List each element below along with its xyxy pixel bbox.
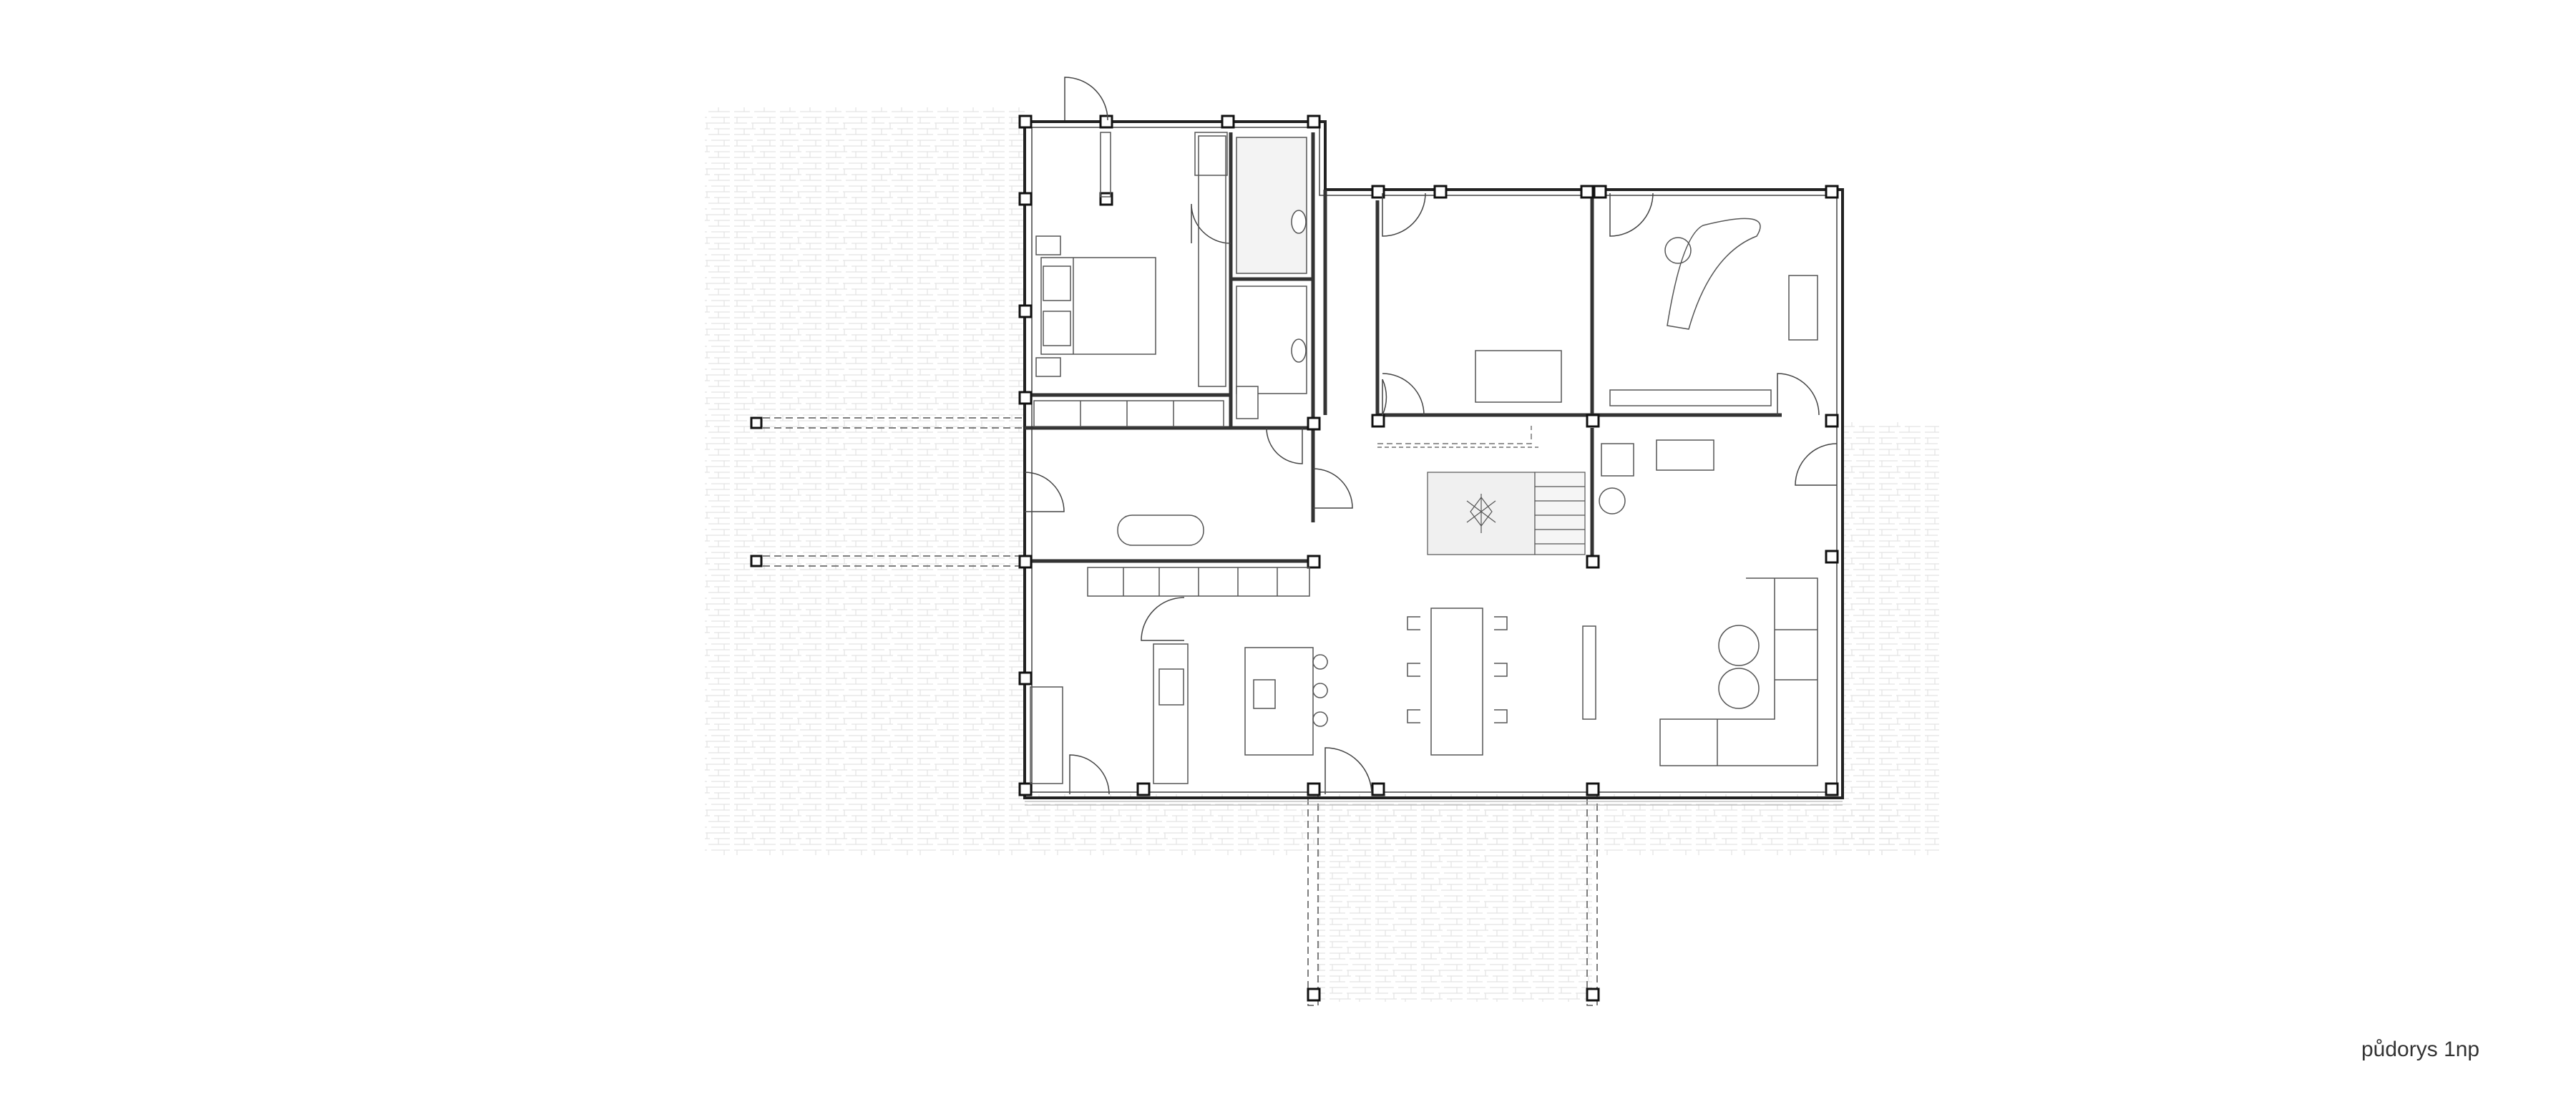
door-office (1609, 192, 1654, 237)
hall-bench (1117, 514, 1204, 546)
coffee-table-1 (1718, 625, 1760, 666)
plan-caption: půdorys 1np (2361, 1038, 2480, 1061)
stair-landing-dashed (1377, 426, 1532, 444)
bedroom-cabinet (1194, 132, 1228, 176)
treadmill (1475, 350, 1562, 403)
door-office-2 (1777, 373, 1820, 416)
exterior-walls-inner-line (1031, 127, 1838, 793)
office-shelf (1609, 389, 1772, 406)
stair-area (1377, 426, 1586, 555)
paving-areas (705, 107, 1939, 1002)
bedroom-furniture (1035, 132, 1228, 387)
kitchen-counter (1153, 643, 1189, 784)
kitchen-furniture (1030, 567, 1328, 784)
toilet-lower (1291, 338, 1307, 363)
shower-upper (1236, 137, 1307, 274)
door-utility (1382, 379, 1387, 416)
kitchen-sink (1158, 668, 1184, 706)
door-entry-north (1064, 77, 1108, 121)
desk-shelf (1100, 132, 1111, 197)
lounge-chair (1601, 443, 1634, 477)
door-bath2 (1266, 427, 1303, 464)
kitchen-island (1244, 647, 1314, 756)
dining-chairs (1407, 616, 1508, 723)
curved-desk (1667, 218, 1761, 330)
washbasin (1236, 386, 1259, 419)
door-kitchen (1141, 597, 1185, 641)
door-garden (1069, 754, 1110, 795)
terrace-steps (1025, 801, 1843, 806)
door-stair-room (1382, 192, 1426, 237)
paving-east-terrace (1843, 422, 1939, 855)
bathroom-fixtures (1236, 137, 1307, 419)
door-hall-west (1024, 472, 1065, 512)
hall-storage (1033, 400, 1224, 427)
door-bathroom (1191, 203, 1231, 244)
door-entrance (1324, 747, 1372, 795)
staircase (1534, 472, 1586, 555)
interior-walls (1025, 132, 1782, 565)
exterior-walls (1023, 120, 1844, 799)
cooktop (1253, 679, 1276, 709)
living-furniture (1659, 577, 1818, 766)
plant-symbol (1466, 494, 1496, 533)
door-swings (1024, 77, 1838, 795)
paving-west-terrace (705, 107, 1025, 855)
office-chair (1664, 237, 1692, 264)
armchair (1788, 275, 1818, 341)
nightstand-top (1035, 235, 1061, 255)
columns (750, 114, 1839, 1002)
office-furniture (1475, 218, 1818, 514)
shower-lower (1236, 286, 1307, 394)
kitchen-side-counter (1030, 686, 1063, 784)
dining-furniture (1407, 608, 1596, 756)
door-terrace-east (1795, 443, 1838, 486)
paving-entrance-path (1317, 794, 1592, 1002)
tv-console (1656, 439, 1714, 471)
hall-furniture (1033, 400, 1224, 546)
sideboard (1582, 625, 1596, 720)
door-utility-arc (1382, 373, 1425, 416)
wardrobe (1198, 135, 1226, 387)
door-hall-east (1312, 468, 1353, 509)
bar-stools (1312, 654, 1328, 727)
toilet-upper (1291, 210, 1307, 234)
nightstand-bottom (1035, 357, 1061, 377)
exterior-wall-outline (1023, 120, 1844, 799)
side-table (1599, 487, 1626, 514)
double-bed (1040, 257, 1156, 355)
dining-table (1430, 608, 1483, 756)
coffee-table-2 (1718, 668, 1760, 709)
corner-sofa (1659, 577, 1818, 766)
